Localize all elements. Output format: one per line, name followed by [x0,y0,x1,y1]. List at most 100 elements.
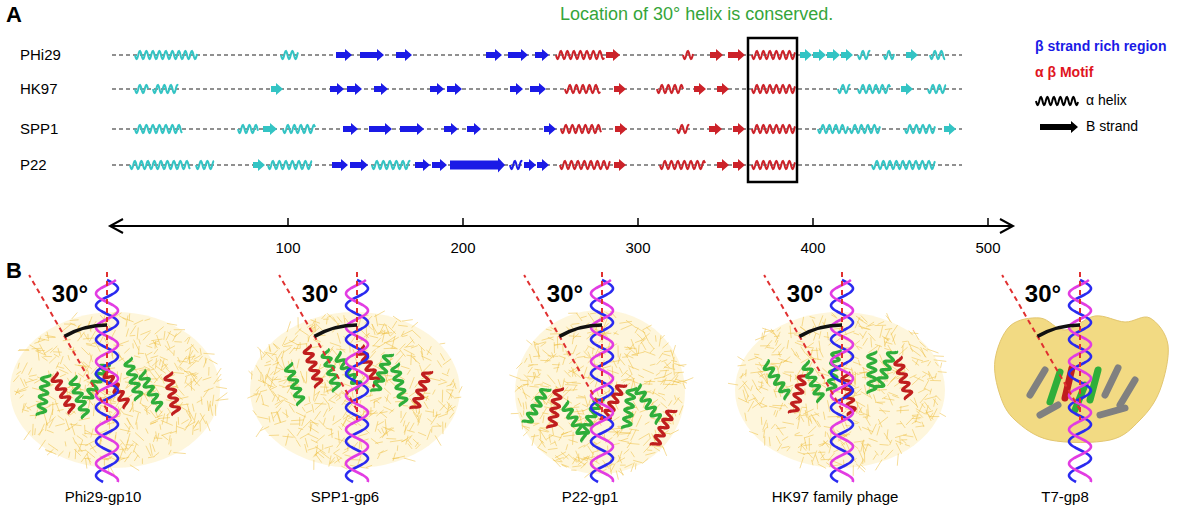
beta-strand [733,159,745,171]
alpha-helix [196,161,214,169]
beta-strand [369,123,392,135]
alpha-helix [858,85,890,93]
phage-name: P22 [20,156,47,174]
axis-arrowhead [1000,219,1013,233]
beta-strand [813,49,826,61]
beta-strand [343,123,358,135]
beta-strand [800,49,812,61]
phage-structure [247,272,462,482]
alpha-helix [565,85,600,93]
alpha-helix [905,125,935,133]
phage-name: SPP1 [20,120,58,138]
beta-strand [728,49,745,61]
alpha-helix [283,125,315,133]
conserved-helix-box [748,38,797,182]
beta-strand [444,123,458,135]
alpha-helix [657,85,683,93]
annotation-title: Location of 30° helix is conserved. [560,4,833,26]
structure-caption: SPP1-gp6 [311,488,379,506]
beta-strand [614,83,626,95]
beta-strand [360,49,384,61]
helix-ribbon [651,410,676,445]
dna-axis-line [601,272,603,420]
beta-strand [415,159,430,171]
beta-strand [350,159,368,171]
protein-wireframe [13,312,228,475]
beta-strand [432,159,447,171]
axis-arrowhead [110,219,123,233]
helix-ribbon [286,363,304,405]
legend-text: B strand [1086,118,1138,134]
angle-label: 30° [302,280,338,309]
beta-strand [530,83,546,95]
legend-text: β strand rich region [1035,38,1166,54]
helix-ribbon [140,370,162,410]
structure-caption: Phi29-gp10 [65,488,142,506]
alpha-helix [752,125,795,133]
axis-tick-label: 500 [975,239,1000,257]
phage-name: PHi29 [20,46,61,64]
helix-cylinder [1120,380,1135,405]
beta-strand [508,49,528,61]
phage-structure [995,272,1169,482]
beta-strand [332,159,348,171]
alpha-helix [556,51,604,59]
alpha-helix [561,125,601,133]
beta-strand [615,123,627,135]
helix-cylinder [1105,368,1118,395]
beta-strand [694,83,706,95]
beta-strand [606,49,620,61]
alpha-helix [268,161,312,169]
helix-axis-line [29,275,107,410]
helix-cylinder [1100,408,1125,415]
alpha-helix [238,125,258,133]
alpha-helix [930,51,945,59]
angle-arc [1038,325,1081,336]
panel-letter: B [6,258,22,284]
axis-tick [462,218,464,226]
alpha-helix [281,51,298,59]
legend-entry: B strand [1086,118,1138,135]
residue-axis [110,218,1013,233]
alpha-helix [130,161,190,169]
alpha-helix [818,125,848,133]
alpha-helix [928,85,946,93]
axis-tick [812,218,814,226]
beta-strand [510,83,523,95]
phage-name: HK97 [20,80,58,98]
alpha-helix [850,125,880,133]
phage-structure [10,272,228,482]
beta-strand [263,123,277,135]
angle-label: 30° [787,280,823,309]
helix-ribbon [392,364,407,406]
helix-ribbon [623,388,636,429]
angle-label: 30° [1025,280,1061,309]
angle-label: 30° [547,280,583,309]
axis-line [110,225,1013,227]
beta-strand [827,49,840,61]
beta-strand [535,49,549,61]
angle-arc [65,325,108,336]
beta-strand [336,49,352,61]
beta-strand [271,83,283,95]
alpha-helix [858,51,870,59]
angle-arc [315,325,358,336]
beta-strand [347,83,362,95]
legend-color-key: β strand rich region [1035,38,1166,55]
helix-ribbon [789,374,807,413]
beta-strand [537,159,549,171]
helix-ribbon [764,361,789,399]
helix-axis-line [279,275,357,410]
beta-strand [544,123,556,135]
beta-strand [717,159,729,171]
beta-strand [733,123,745,135]
secondary-structure-rows [112,49,962,173]
helix-ribbon [523,389,550,422]
beta-strand [447,83,462,95]
helix-ribbon [803,361,823,402]
helix-ribbon [548,388,563,428]
legend-text: α helix [1086,92,1127,108]
helix-ribbon [895,357,912,399]
dna-axis-line [106,272,108,420]
